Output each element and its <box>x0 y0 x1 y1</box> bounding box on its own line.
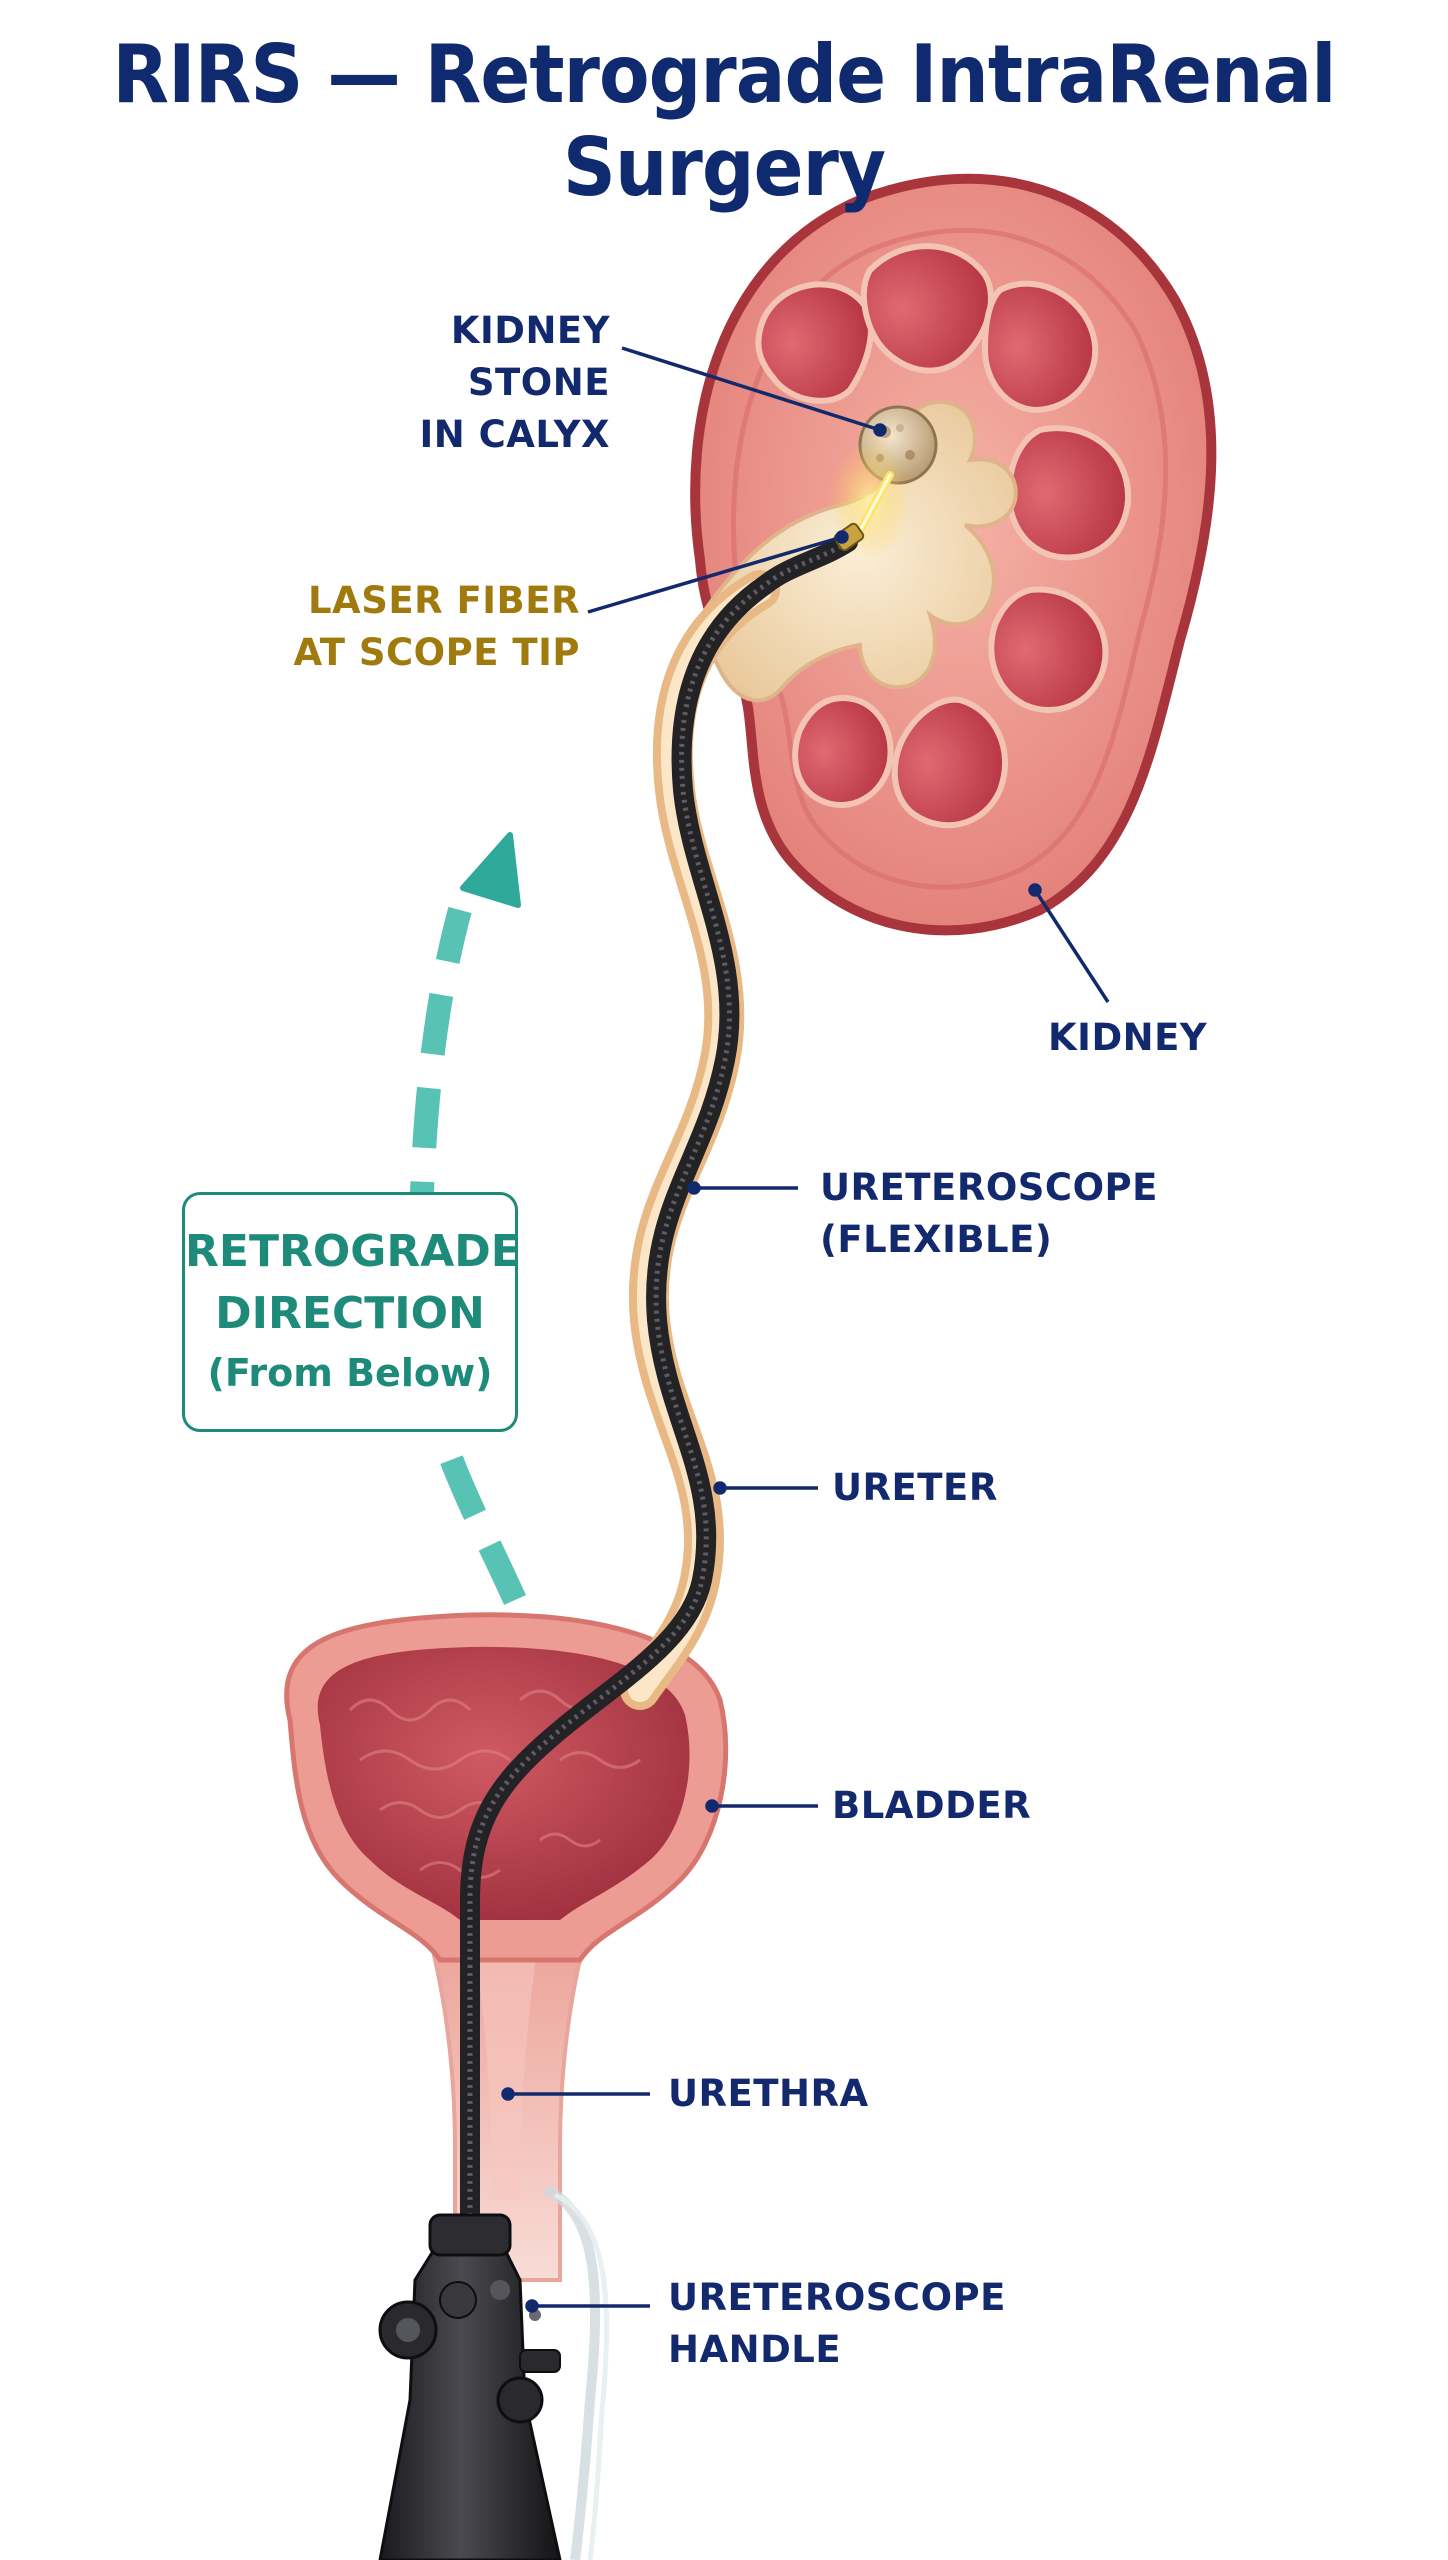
ureteroscope-label-line: (FLEXIBLE) <box>820 1218 1053 1261</box>
handle-label-line: URETEROSCOPE <box>668 2276 1006 2319</box>
kidney-label: KIDNEY <box>1048 1012 1207 1064</box>
ureteroscope-label: URETEROSCOPE (FLEXIBLE) <box>820 1162 1158 1266</box>
kidney-stone-label-line: IN CALYX <box>419 413 610 456</box>
kidney <box>690 173 1217 936</box>
handle-label: URETEROSCOPE HANDLE <box>668 2272 1006 2376</box>
kidney-stone-label: KIDNEY STONE IN CALYX <box>300 305 610 461</box>
kidney-stone-label-line: KIDNEY STONE <box>450 309 610 404</box>
leader-lines <box>501 346 1110 2313</box>
laser-fiber-label-line: AT SCOPE TIP <box>293 631 580 674</box>
renal-pyramids <box>755 243 1132 829</box>
callout-subline: (From Below) <box>207 1351 493 1395</box>
bladder-label-line: BLADDER <box>832 1784 1032 1827</box>
urethra-label-line: URETHRA <box>668 2072 869 2115</box>
bladder <box>284 1612 729 2282</box>
laser-fiber-label: LASER FIBER AT SCOPE TIP <box>270 575 580 679</box>
laser-fiber-label-line: LASER FIBER <box>307 579 580 622</box>
retrograde-direction-callout: RETROGRADE DIRECTION (From Below) <box>182 1192 521 1432</box>
kidney-label-line: KIDNEY <box>1048 1016 1208 1059</box>
bladder-label: BLADDER <box>832 1780 1031 1832</box>
ureter-label-line: URETER <box>832 1466 998 1509</box>
callout-line: DIRECTION <box>215 1288 485 1339</box>
ureter-label: URETER <box>832 1462 998 1514</box>
diagram-title: RIRS — Retrograde IntraRenal Surgery <box>112 28 1336 214</box>
callout-line: RETROGRADE <box>185 1226 521 1277</box>
handle-label-line: HANDLE <box>668 2328 842 2371</box>
arrow-head <box>460 832 521 908</box>
ureteroscope-handle <box>378 2185 610 2560</box>
urethra-label: URETHRA <box>668 2068 869 2120</box>
ureteroscope-label-line: URETEROSCOPE <box>820 1166 1158 1209</box>
